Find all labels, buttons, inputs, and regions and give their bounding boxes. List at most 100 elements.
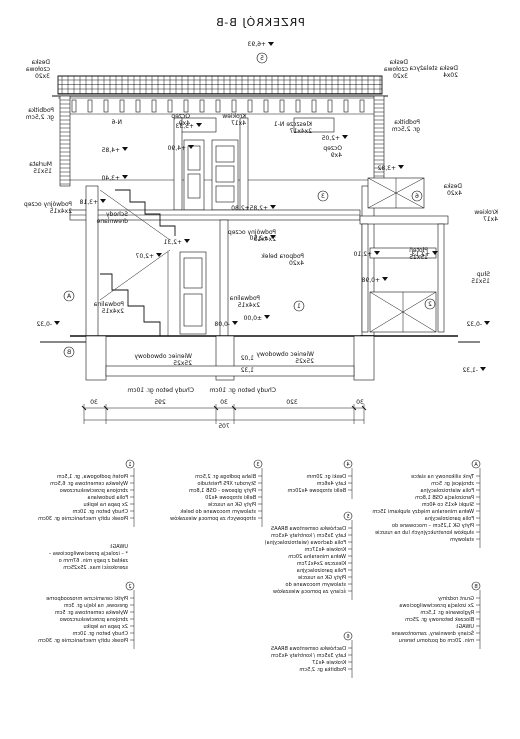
label-dim-132-line: 1,32 — [240, 367, 254, 374]
roof-tiles — [58, 76, 382, 94]
label-murlata-line: 15x15 — [33, 168, 52, 175]
label-dim-132: 1,32 — [240, 367, 254, 374]
label-deska-4x20-line: Deska — [443, 183, 462, 190]
level-markers: +5,33 +4,90 +4,85 +3,82 +3,40 +3,18 +2,85+2,80… — [36, 123, 490, 374]
legend-line: Płyty gipsowo - OSB 1,8cm — [189, 488, 256, 494]
label-podwojny-oczep-line: 2x4x15 — [253, 236, 276, 243]
label-chudy-beton-left-line: Chudy beton gr. 10cm — [209, 387, 276, 394]
level-l210: +2,10 — [353, 251, 380, 258]
level-l382: +3,82 — [377, 165, 404, 172]
legend-line: Folia dachowa (wiatroizolacyjna) — [265, 540, 346, 546]
legend-marker — [471, 581, 481, 591]
label-krokiew-left-line: 4x17 — [483, 216, 498, 223]
level-value: -0,32 — [36, 321, 52, 328]
label-krokiew-left-line: Krokiew — [474, 209, 498, 216]
level-value: +2,13 — [411, 251, 430, 258]
label-deska-stelazyca-line: Deska stelażyca — [409, 65, 458, 72]
uwagi-line: szerokości max. 25x25cm — [63, 564, 128, 571]
label-kleszcze-line: 2x4x17 — [289, 128, 312, 135]
legend-line: Wylewka cementowa gr. 5cm — [55, 610, 128, 616]
legend-line: Dachówka cementowa BRAAS — [271, 645, 346, 652]
label-ploten-line: Płoteń — [409, 247, 428, 254]
legend-line: Krokwie 4x17cm — [304, 547, 346, 553]
label-deska-czolowa-right-line: 3x20 — [35, 73, 50, 80]
legend-marker — [343, 459, 353, 469]
legend-line: Tynk silikonowy na siatce — [411, 474, 475, 480]
label-krokiew-line: 4x17 — [231, 120, 246, 127]
label-podwalina-right-line: Podwalina — [93, 301, 124, 308]
svg-text:30: 30 — [90, 399, 98, 406]
roof-joists — [71, 99, 365, 113]
label-podwojny-oczep-right-line: Podwójny oczep — [24, 201, 72, 208]
level-value: +3,40 — [101, 175, 120, 182]
level-value: +5,33 — [175, 123, 194, 130]
level-value: +2,85+2,80 — [231, 205, 268, 212]
label-podbitka-right-line: Podbitka — [28, 107, 54, 114]
legend-line: Kleszcze 2x4x17cm — [297, 561, 346, 567]
level-value: +4,85 — [101, 147, 120, 154]
level-value: +2,05 — [321, 135, 340, 142]
label-chudy-beton-right: Chudy beton gr. 10cm — [127, 387, 194, 394]
level-l250: +2,50 — [249, 235, 276, 242]
label-podbitka-right-line: gr. 2,5cm — [26, 114, 54, 121]
legend-line: Płosek ubity mechanicznie gr. 30cm — [38, 516, 128, 522]
legend-marker-label: 2 — [128, 584, 131, 590]
legend-line: Folia wiatroizolacyjna — [420, 488, 474, 494]
level-zero: ±0,00 — [243, 315, 270, 322]
label-deska-czolowa-left-line: 3x20 — [393, 73, 408, 80]
legend-marker — [125, 581, 135, 591]
level-l533: +5,33 — [175, 123, 202, 130]
legend-line: Płosek ubity mechanicznie gr. 30cm — [38, 638, 128, 644]
label-deska-czolowa-right-line: czołowa — [26, 66, 50, 73]
label-chudy-beton-left: Chudy beton gr. 10cm — [209, 387, 276, 394]
svg-text:3: 3 — [321, 193, 325, 200]
level-value: +3,18 — [79, 199, 98, 206]
legend-line: Krokwie 4x17 — [312, 660, 346, 666]
legend-marker — [343, 631, 353, 641]
legend-line: Płyty GK na ruszcie — [208, 502, 256, 508]
legend-line: Bloczek betonowy gr. 25cm — [405, 617, 474, 623]
legend-marker — [125, 459, 135, 469]
uwagi-line: * – izolacja przeciwwilgociowa – — [48, 551, 128, 557]
legend-line: Płyty GK 1,25cm – mocowane do — [392, 523, 474, 529]
label-podwalina-center-line: 2x4x15 — [237, 302, 260, 309]
level-l213: +2,13 — [411, 251, 438, 258]
label-deska-czolowa-right-line: Deska — [31, 59, 50, 66]
label-deska-czolowa-left-line: czołowa — [384, 66, 408, 73]
lean-concrete — [105, 365, 355, 377]
label-wieniec-left-line: 25x25 — [295, 358, 314, 365]
legend-line: Wełna mineralna 20cm — [288, 554, 346, 560]
label-deska-4x20-line: 4x20 — [447, 190, 462, 197]
level-value: -0,08 — [214, 321, 230, 328]
level-value: ±0,00 — [243, 315, 262, 322]
legend-line: 2x papa na lepiku — [83, 502, 128, 508]
level-l490: +4,90 — [167, 145, 194, 152]
level-l318: +3,18 — [79, 199, 106, 206]
level-value: -1,32 — [462, 367, 478, 374]
level-value: +4,90 — [167, 145, 186, 152]
level-l231: +2,31 — [163, 239, 190, 246]
label-podbitka-left-line: gr. 2,5cm — [392, 126, 420, 133]
svg-text:30: 30 — [356, 399, 364, 406]
svg-text:705: 705 — [218, 423, 230, 430]
label-schody-line: Schody — [106, 211, 128, 218]
marker-5 — [256, 52, 268, 64]
legend-line: stropowych za pomocą wieszaków — [170, 515, 256, 522]
legend-line: Płytki ceramiczne mrozoodporne — [46, 596, 128, 602]
uwagi-line: zakład z papy min. 67mm o — [59, 558, 128, 564]
level-value: +2,10 — [353, 251, 372, 258]
legend-line: min. 20cm od poziomu terenu — [399, 638, 474, 644]
level-top: +6,93 — [247, 41, 274, 48]
label-podbitka-left-line: Podbitka — [394, 119, 420, 126]
